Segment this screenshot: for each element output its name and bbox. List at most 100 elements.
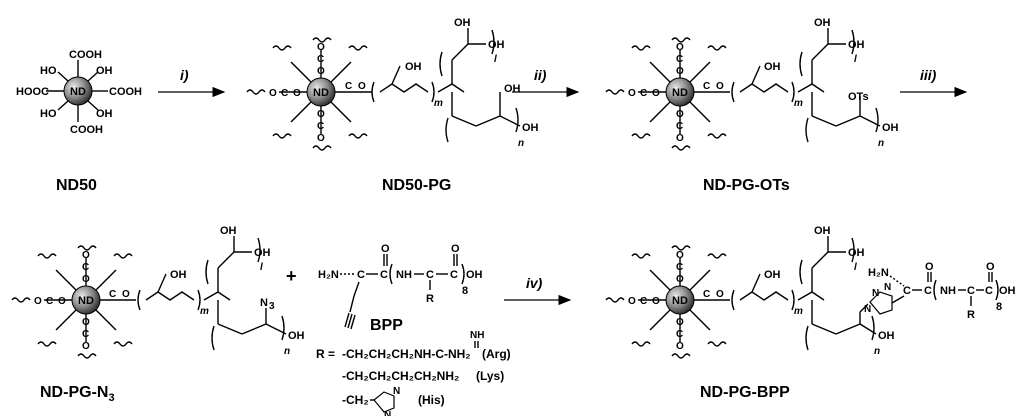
r-lys-formula: -CH₂CH₂CH₂CH₂NH₂ (342, 369, 459, 383)
svg-text:m: m (794, 98, 803, 109)
svg-text:O: O (676, 250, 684, 261)
svg-text:OH: OH (814, 17, 831, 29)
svg-text:O: O (676, 109, 684, 120)
svg-text:C: C (676, 121, 683, 132)
svg-text:H₂N: H₂N (868, 267, 889, 279)
nd50-structure: ND COOH COOH HOOC COOH HO OH HO OH (16, 49, 142, 136)
svg-text:C: C (281, 88, 288, 99)
svg-text:C: C (985, 285, 993, 297)
svg-text:R: R (967, 309, 975, 321)
svg-text:HOOC: HOOC (16, 86, 49, 98)
svg-text:N: N (384, 410, 391, 416)
svg-text:OH: OH (96, 65, 113, 77)
svg-text:ND: ND (78, 295, 94, 307)
svg-text:R: R (426, 293, 434, 305)
step-ii-label: ii) (534, 67, 547, 83)
svg-text:n: n (284, 346, 290, 357)
svg-text:N: N (864, 304, 871, 315)
svg-text:C: C (640, 296, 647, 307)
svg-text:N: N (393, 386, 400, 397)
svg-text:OH: OH (254, 247, 271, 259)
svg-text:O: O (676, 66, 684, 77)
step-iii-label: iii) (920, 67, 937, 83)
svg-text:C: C (82, 262, 89, 273)
label-nd50-pg: ND50-PG (382, 177, 451, 194)
label-nd-pg-n3: ND-PG-N3 (40, 384, 115, 404)
svg-text:O: O (82, 274, 90, 285)
svg-text:OTs: OTs (848, 91, 869, 103)
svg-text:O: O (676, 42, 684, 53)
svg-text:OH: OH (96, 108, 113, 120)
svg-text:O: O (676, 317, 684, 328)
svg-text:OH: OH (848, 39, 865, 51)
svg-text:C: C (345, 81, 352, 92)
svg-text:C: C (317, 121, 324, 132)
svg-text:O: O (358, 81, 366, 92)
r-his-formula: -CH₂ (342, 393, 369, 407)
svg-text:COOH: COOH (70, 124, 103, 136)
svg-text:OH: OH (764, 61, 781, 73)
svg-text:l: l (854, 262, 857, 273)
svg-text:C: C (357, 269, 365, 281)
bpp-structure: H₂N C C O NH C R C O 8 OH (318, 243, 483, 330)
r-his-name: (His) (418, 393, 445, 407)
r-arg-formula: -CH₂CH₂CH₂NH-C-NH₂ (342, 347, 471, 361)
svg-text:C: C (924, 285, 932, 297)
svg-text:O: O (317, 42, 325, 53)
svg-text:O: O (269, 88, 277, 99)
svg-text:C: C (967, 285, 975, 297)
svg-text:O: O (652, 296, 660, 307)
step-i-label: i) (180, 67, 189, 83)
svg-text:COOH: COOH (69, 49, 102, 61)
svg-text:O: O (317, 66, 325, 77)
svg-text:ND: ND (672, 87, 688, 99)
svg-text:O: O (986, 261, 995, 273)
svg-text:O: O (451, 243, 460, 255)
svg-text:C: C (46, 296, 53, 307)
svg-text:O: O (628, 296, 636, 307)
svg-text:O: O (82, 317, 90, 328)
svg-text:HO: HO (40, 108, 57, 120)
svg-text:n: n (874, 346, 880, 357)
svg-text:OH: OH (170, 269, 187, 281)
svg-text:OH: OH (522, 122, 539, 134)
svg-text:N: N (260, 297, 268, 309)
svg-text:C: C (676, 54, 683, 65)
svg-text:O: O (716, 289, 724, 300)
r-arg-name: (Arg) (482, 347, 511, 361)
svg-text:C: C (109, 289, 116, 300)
svg-text:8: 8 (462, 285, 468, 297)
r-equals: R = (316, 347, 335, 361)
svg-text:O: O (293, 88, 301, 99)
svg-text:OH: OH (488, 39, 505, 51)
svg-text:C: C (703, 289, 710, 300)
label-nd50: ND50 (56, 177, 97, 194)
svg-text:OH: OH (878, 330, 895, 342)
step-iv-label: iv) (526, 275, 543, 291)
svg-text:N: N (884, 282, 891, 293)
svg-text:OH: OH (814, 225, 831, 237)
label-bpp: BPP (370, 317, 403, 334)
svg-text:O: O (58, 296, 66, 307)
svg-text:C: C (380, 269, 388, 281)
svg-text:m: m (200, 306, 209, 317)
svg-text:C: C (676, 329, 683, 340)
nd-core-label: ND (70, 86, 86, 98)
svg-text:8: 8 (996, 301, 1002, 313)
svg-text:C: C (640, 88, 647, 99)
label-nd-pg-bpp: ND-PG-BPP (700, 384, 790, 401)
svg-text:O: O (652, 88, 660, 99)
svg-text:C: C (903, 285, 911, 297)
svg-text:O: O (676, 133, 684, 144)
svg-text:OH: OH (764, 269, 781, 281)
svg-text:C: C (426, 269, 434, 281)
svg-text:OH: OH (405, 61, 422, 73)
svg-text:3: 3 (269, 301, 275, 312)
svg-text:O: O (122, 289, 130, 300)
svg-text:H₂N: H₂N (318, 269, 339, 281)
svg-text:O: O (82, 341, 90, 352)
